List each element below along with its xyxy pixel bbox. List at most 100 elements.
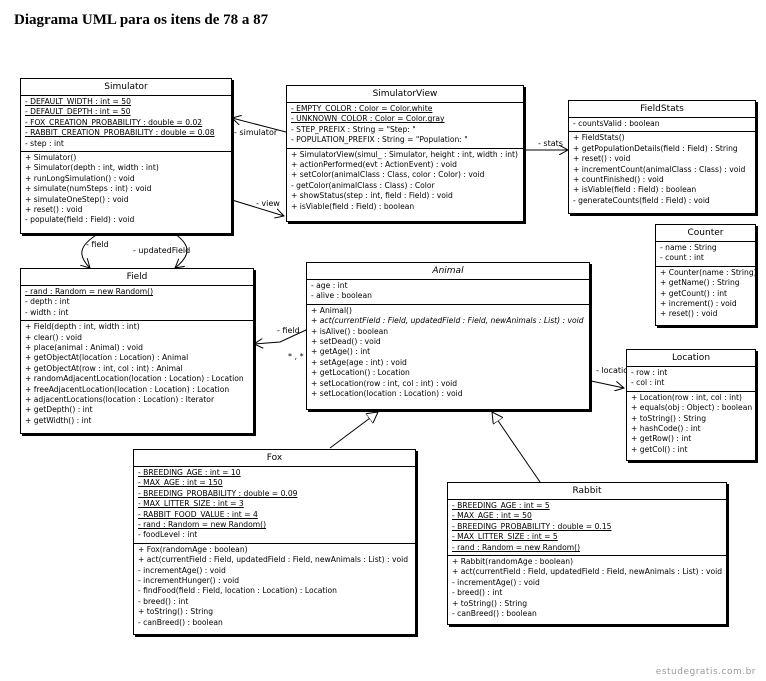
class-name: FieldStats [569,101,755,118]
operation: + Animal() [311,305,352,315]
operations-section: + Location(row : int, col : int) + equal… [627,392,755,457]
operation: + reset() : void [573,154,631,164]
operations-section: + Rabbit(randomAge : boolean) + act(curr… [448,556,726,621]
class-name: Counter [656,225,755,242]
attributes-section: - BREEDING_AGE : int = 5 - MAX_AGE : int… [448,500,726,557]
attribute: - rand : Random = new Random() [138,520,267,530]
operation: + setDead() : void [311,337,381,347]
animal-field-association-line [254,329,307,344]
operation: - getColor(animalClass : Class) : Color [291,180,435,190]
operation: + showStatus(step : int, field : Field) … [291,191,453,201]
attribute: - count : int [660,253,704,263]
view-association-line [231,199,284,216]
operation: + Counter(name : String) [660,267,756,277]
attribute: - row : int [631,368,668,377]
attribute: - step : int [25,138,64,148]
attribute: - rand : Random = new Random() [452,542,581,552]
watermark-text: estudegratis.com.br [655,667,756,677]
operation: + countFinished() : void [573,175,664,185]
operation: + getWidth() : int [25,415,92,425]
operation: + getCol() : int [631,444,688,454]
operation: + getPopulationDetails(field : Field) : … [573,143,738,153]
operation: + setLocation(row : int, col : int) : vo… [311,378,458,388]
class-name: Location [627,350,755,367]
operation: + getLocation() : Location [311,368,410,378]
operation: + incrementCount(animalClass : Class) : … [573,164,746,174]
diagram-title: Diagrama UML para os itens de 78 a 87 [14,12,269,28]
fox-generalization-line [329,412,378,449]
operation: + FieldStats() [573,133,625,143]
attribute: - BREEDING_AGE : int = 5 [452,501,550,510]
abstract-operation: + act(currentField : Field, updatedField… [311,316,584,326]
updated-field-association-line [175,233,188,268]
class-animal[interactable]: Animal - age : int - alive : boolean + A… [306,262,590,410]
operation: + isViable(field : Field) : boolean [573,185,697,195]
operations-section: + Fox(randomAge : boolean) + act(current… [134,544,415,630]
class-name: Field [21,269,253,286]
operation: + actionPerformed(evt : ActionEvent) : v… [291,160,457,170]
operation: + toString() : String [452,598,528,608]
attribute: - STEP_PREFIX : String = "Step: " [291,124,416,134]
operation: + getObjectAt(row : int, col : int) : An… [25,363,183,373]
attribute: - rand : Random = new Random() [25,287,154,296]
attributes-section: - DEFAULT_WIDTH : int = 50 - DEFAULT_DEP… [21,96,231,153]
operation: + act(currentField : Field, updatedField… [138,555,409,565]
class-rabbit[interactable]: Rabbit - BREEDING_AGE : int = 5 - MAX_AG… [447,482,727,625]
rabbit-generalization-line [492,412,541,483]
attribute: - col : int [631,378,665,388]
stats-role-label: - stats [538,139,563,148]
operation: + Fox(randomAge : boolean) [138,544,248,554]
operations-section: + FieldStats() + getPopulationDetails(fi… [569,132,755,208]
operation: + isAlive() : boolean [311,326,389,336]
class-field-stats[interactable]: FieldStats - countsValid : boolean + Fie… [568,100,756,214]
attribute: - FOX_CREATION_PROBABILITY : double = 0.… [25,117,203,127]
simulator-association-line [232,118,287,133]
operation: + reset() : void [25,205,83,215]
attribute: - alive : boolean [311,291,372,301]
class-simulator-view[interactable]: SimulatorView - EMPTY_COLOR : Color = Co… [286,85,524,222]
attribute: - RABBIT_CREATION_PROBABILITY : double =… [25,128,215,138]
attributes-section: - countsValid : boolean [569,118,755,133]
attributes-section: - row : int - col : int [627,367,755,392]
attribute: - MAX_LITTER_SIZE : int = 3 [138,499,244,509]
operation: + getDepth() : int [25,405,93,415]
attribute: - POPULATION_PREFIX : String = "Populati… [291,135,468,145]
operation: - findFood(field : Field, location : Loc… [138,586,337,596]
animal-field-role-label: - field [277,326,300,335]
operation: + getName() : String [660,278,740,288]
operation: + SimulatorView(simul_ : Simulator, heig… [291,149,518,159]
operation: - incrementAge() : void [452,577,540,587]
attribute: - MAX_LITTER_SIZE : int = 5 [452,532,558,542]
attribute: - DEFAULT_DEPTH : int = 50 [25,107,131,117]
operation: + adjacentLocations(location : Location)… [25,395,215,405]
operation: + setAge(age : int) : void [311,357,407,367]
operation: - canBreed() : boolean [452,609,537,619]
attribute: - BREEDING_PROBABILITY : double = 0.09 [138,488,298,498]
attribute: - UNKNOWN_COLOR : Color = Color.gray [291,114,445,124]
simulator-role-label: - simulator [234,128,278,137]
operation: - incrementAge() : void [138,565,226,575]
operation: + isViable(field : Field) : boolean [291,201,415,211]
class-counter[interactable]: Counter - name : String - count : int + … [655,224,756,326]
operation: + hashCode() : int [631,424,701,434]
operation: + freeAdjacentLocation(location : Locati… [25,384,230,394]
class-field[interactable]: Field - rand : Random = new Random() - d… [20,268,254,434]
operation: + clear() : void [25,332,82,342]
operations-section: + Simulator() + Simulator(depth : int, w… [21,152,231,228]
operation: + randomAdjacentLocation(location : Loca… [25,374,244,384]
field-role-label: - field [86,240,109,249]
class-location[interactable]: Location - row : int - col : int + Locat… [626,349,756,461]
class-fox[interactable]: Fox - BREEDING_AGE : int = 10 - MAX_AGE … [133,449,416,635]
operation: + getCount() : int [660,288,728,298]
operations-section: + Counter(name : String) + getName() : S… [656,267,755,322]
class-name: Simulator [21,79,231,96]
operation: + reset() : void [660,309,718,319]
view-role-label: - view [256,199,280,208]
attribute: - BREEDING_AGE : int = 10 [138,468,241,477]
operation: + Location(row : int, col : int) [631,392,742,402]
class-simulator[interactable]: Simulator - DEFAULT_WIDTH : int = 50 - D… [20,78,232,234]
operation: - canBreed() : boolean [138,617,223,627]
updated-field-role-label: - updatedField [133,246,191,255]
